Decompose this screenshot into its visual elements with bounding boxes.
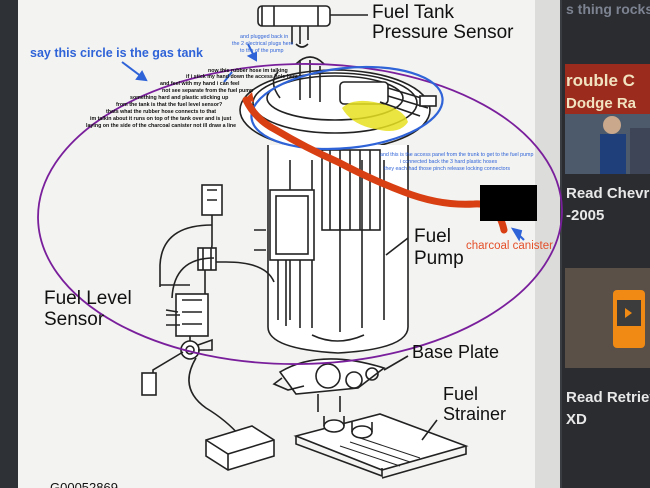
plugged-note-line: the 2 electrical plugs here [232,41,293,47]
diagram-labels: Fuel Tank Pressure Sensor Fuel Pump Fuel… [44,2,514,488]
rubber-hose-line [242,96,508,234]
annotation-arrows [121,43,525,242]
access-panel-circle [250,65,444,151]
sidebar-banner-thumbnail[interactable]: rouble C Dodge Ra [565,64,650,174]
banner-line2: Dodge Ra [566,95,637,112]
access-note-line: and this is the access panel from the tr… [380,152,533,158]
base-plate-part [272,358,386,412]
plugged-note: and plugged back in the 2 electrical plu… [232,34,293,54]
pressure-sensor-part [257,5,331,48]
hose-note-line: if i stick my hand down the access hole … [186,74,298,80]
hose-note: now this rubber hose im talking if i sti… [86,68,298,129]
label-fuel-strainer-1: Fuel [443,384,478,404]
fuel-strainer-part [293,413,469,479]
plugged-note-line: to the of the pump [240,48,283,54]
label-fuel-tank-pressure-sensor-2: Pressure Sensor [372,22,514,43]
access-note-line: they each had those pinch release lockin… [384,166,510,172]
float-part [205,425,275,471]
sidebar-link1-line1[interactable]: Read Chevre [566,185,650,202]
hose-note-line: now this rubber hose im talking [208,68,288,74]
hose-note-line: and feel with my hand i can feel [160,81,240,87]
label-fuel-tank-pressure-sensor-1: Fuel Tank [372,2,455,23]
label-base-plate: Base Plate [412,342,499,362]
label-fuel-pump-2: Pump [414,248,464,269]
label-fuel-strainer-2: Strainer [443,404,506,424]
figure-code: G00052869 [50,480,118,488]
label-fuel-pump-1: Fuel [414,226,451,247]
charcoal-canister-box [480,185,537,221]
hose-note-line: from the tank is that the fuel level sen… [116,102,222,108]
pump-module-body [254,145,409,354]
wire-harness-part [159,184,275,308]
hose-note-line: not see separate from the fuel pump [162,88,254,94]
hose-note-line: im talkin about it runs on top of the ta… [90,116,231,122]
sidebar-link2-line1[interactable]: Read Retriev [566,389,650,406]
hose-note-line: something hard and plastic sticking up [130,95,229,101]
fuel-level-sensor-part [141,293,241,437]
gas-tank-note: say this circle is the gas tank [30,46,203,60]
plugged-note-line: and plugged back in [240,34,288,40]
access-panel-note: and this is the access panel from the tr… [380,152,533,172]
charcoal-canister-label: charcoal canister [466,240,553,252]
connector-highlight [342,100,408,131]
browser-sidebar: s thing rocks rouble C Dodge Ra Read Che… [562,0,650,488]
hose-start-arrow [244,92,254,102]
banner-line1: rouble C [566,71,635,90]
gas-tank-circle [37,63,563,365]
label-fuel-level-sensor-1: Fuel Level [44,288,132,309]
hose-note-line: thats what the rubber hose connects to t… [106,109,216,115]
sidebar-link1-line2[interactable]: -2005 [566,207,604,224]
sidebar-second-thumbnail[interactable] [565,268,650,368]
access-note-line: i connected back the 3 hard plastic hose… [400,159,498,165]
label-fuel-level-sensor-2: Sensor [44,309,105,330]
handwritten-annotations: say this circle is the gas tank and plug… [30,34,293,60]
hose-note-line: laying on the side of the charcoal canis… [86,123,236,129]
sidebar-top-text[interactable]: s thing rocks [566,1,650,17]
sidebar-link2-line2[interactable]: XD [566,411,587,428]
